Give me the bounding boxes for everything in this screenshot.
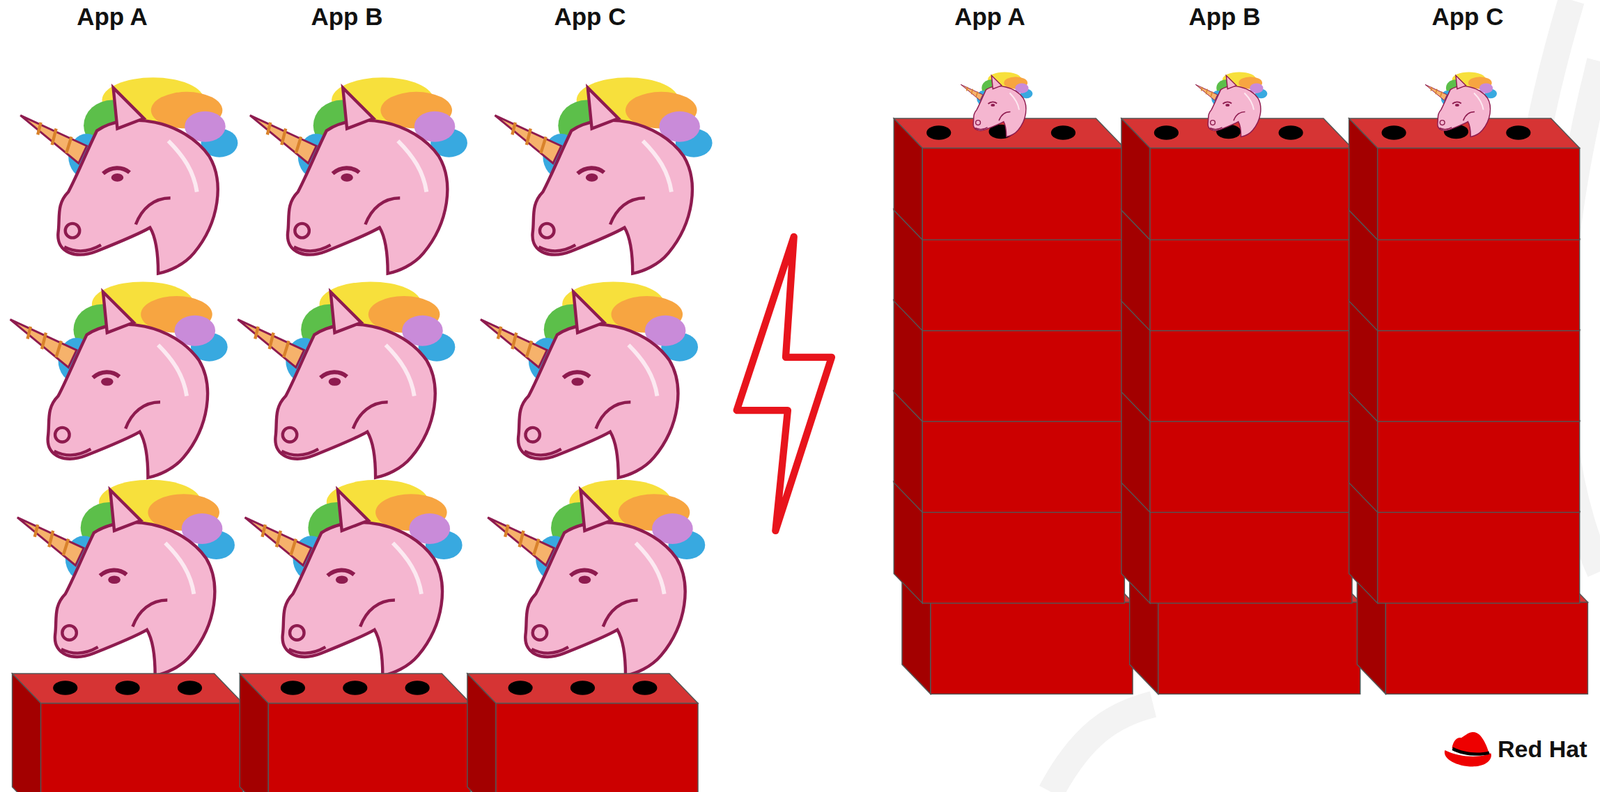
background-swoosh: [1051, 0, 1600, 792]
brand-name: Red Hat: [1497, 736, 1587, 763]
column-heading: App A: [76, 3, 148, 31]
brick-base: [12, 673, 698, 792]
column-heading: App C: [553, 3, 626, 31]
lightning-bolt: [736, 236, 832, 531]
brick-stack: [893, 118, 1588, 694]
column-heading: App B: [1188, 3, 1261, 31]
small-unicorn: [960, 72, 1497, 140]
column-heading: App C: [1431, 3, 1504, 31]
redhat-logo: [1444, 732, 1492, 767]
column-heading: App B: [310, 3, 383, 31]
column-heading: App A: [954, 3, 1026, 31]
unicorn-stack: [10, 77, 713, 676]
